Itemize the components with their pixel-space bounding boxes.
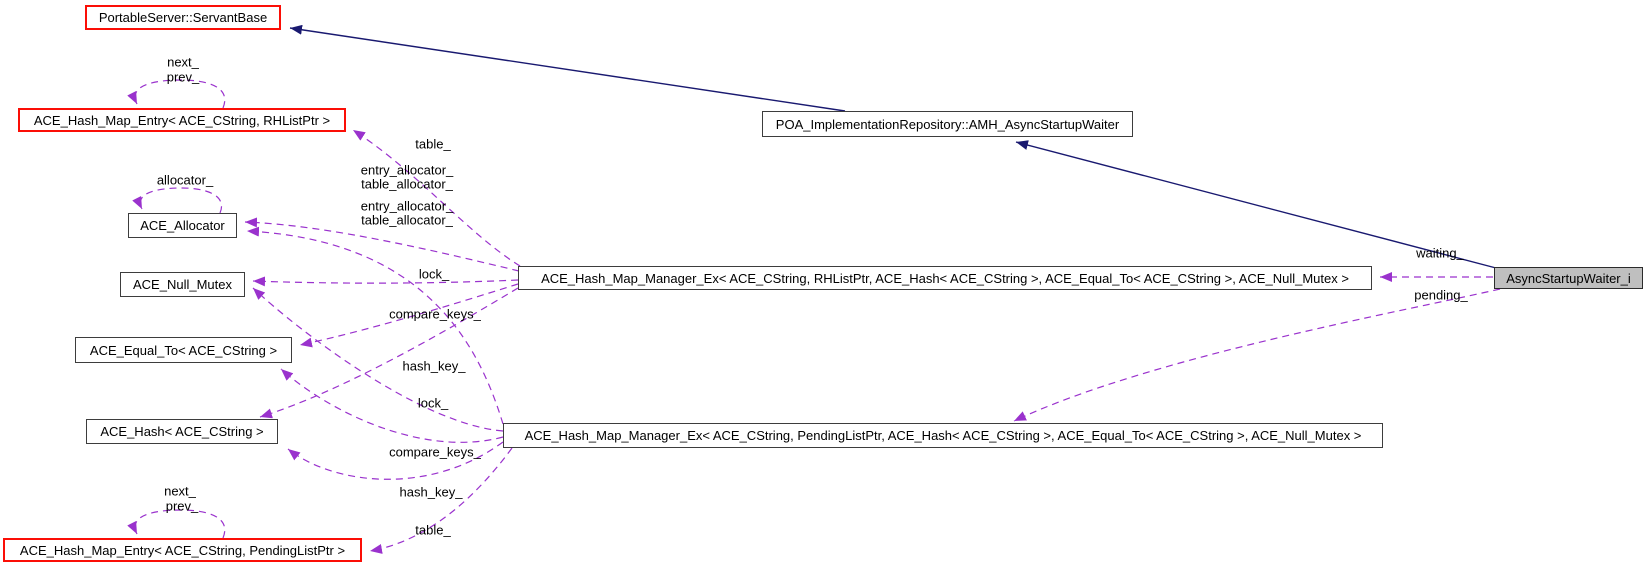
node-label: ACE_Hash_Map_Entry< ACE_CString, Pending…: [19, 542, 346, 558]
node-hash-map-manager-rhlistptr[interactable]: ACE_Hash_Map_Manager_Ex< ACE_CString, RH…: [518, 266, 1372, 290]
edge-allocators-rh-line: [244, 217, 520, 272]
edge-table-pending-line: [369, 447, 513, 554]
edge-comparekeys-rh-line: [299, 283, 519, 348]
node-portableserver-servantbase[interactable]: PortableServer::ServantBase: [85, 5, 281, 30]
node-label: POA_ImplementationRepository::AMH_AsyncS…: [775, 116, 1120, 132]
edge-selfloop-entry-rh: [127, 79, 226, 109]
edge-hashkey-rh-line: [259, 287, 519, 419]
node-label: ACE_Hash_Map_Entry< ACE_CString, RHListP…: [33, 112, 331, 128]
edge-selfloop-allocator: [132, 187, 223, 214]
edge-comparekeys-pending-line: [280, 368, 504, 443]
node-label: ACE_Null_Mutex: [133, 277, 232, 292]
node-amh-asyncstartupwaiter[interactable]: POA_ImplementationRepository::AMH_AsyncS…: [762, 111, 1133, 137]
edge-selfloop-entry-pending: [127, 509, 226, 539]
node-hash-map-entry-rhlistptr[interactable]: ACE_Hash_Map_Entry< ACE_CString, RHListP…: [18, 108, 346, 132]
edge-inherit-amh-to-servantbase: [289, 24, 846, 112]
edge-inherit-asw-to-amh: [1015, 140, 1497, 269]
node-ace-allocator[interactable]: ACE_Allocator: [128, 213, 237, 238]
node-label: ACE_Equal_To< ACE_CString >: [89, 342, 278, 358]
node-label: ACE_Hash< ACE_CString >: [100, 424, 264, 439]
edge-lock-rh-line: [252, 276, 519, 287]
node-hash-map-manager-pendinglistptr[interactable]: ACE_Hash_Map_Manager_Ex< ACE_CString, Pe…: [503, 423, 1383, 448]
node-ace-null-mutex[interactable]: ACE_Null_Mutex: [120, 272, 245, 297]
node-ace-equal-to[interactable]: ACE_Equal_To< ACE_CString >: [75, 337, 292, 363]
node-label: ACE_Allocator: [140, 218, 225, 233]
edge-allocators-pending-line: [246, 226, 504, 425]
node-asyncstartupwaiter-i: AsyncStartupWaiter_i: [1494, 267, 1643, 289]
edge-pending-line: [1013, 288, 1501, 422]
node-label: AsyncStartupWaiter_i: [1506, 270, 1631, 286]
node-hash-map-entry-pendinglistptr[interactable]: ACE_Hash_Map_Entry< ACE_CString, Pending…: [3, 538, 362, 562]
edge-hashkey-pending-line: [287, 441, 504, 480]
node-label: ACE_Hash_Map_Manager_Ex< ACE_CString, RH…: [541, 270, 1349, 286]
node-label: ACE_Hash_Map_Manager_Ex< ACE_CString, Pe…: [524, 428, 1362, 443]
edge-table-rh-line: [352, 129, 521, 267]
node-label: PortableServer::ServantBase: [98, 10, 268, 25]
node-ace-hash[interactable]: ACE_Hash< ACE_CString >: [86, 419, 278, 444]
